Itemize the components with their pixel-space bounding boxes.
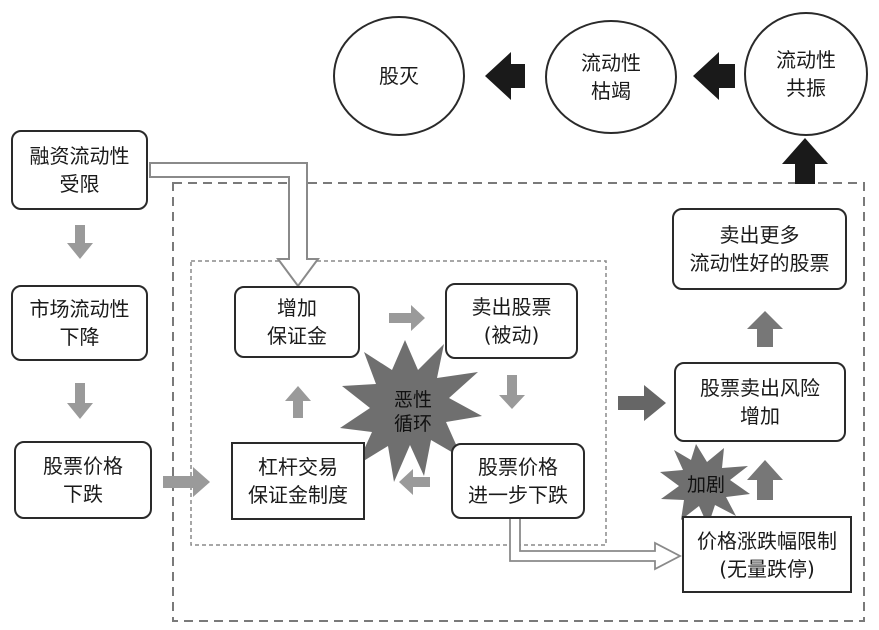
market-line2: 下降 xyxy=(59,325,100,349)
box-add-margin: 增加 保证金 xyxy=(234,286,360,358)
limit-line2: (无量跌停) xyxy=(719,556,815,581)
box-sell-more-liquid: 卖出更多 流动性好的股票 xyxy=(672,208,847,290)
circle-collapse: 股灭 xyxy=(333,16,465,136)
financing-line1: 融资流动性 xyxy=(29,144,130,168)
price-drop-line2: 下跌 xyxy=(63,482,103,506)
arrow-left-dry-to-collapse xyxy=(485,52,525,100)
circle-resonance-line1: 流动性 xyxy=(776,48,836,72)
financing-line2: 受限 xyxy=(59,172,100,196)
circle-collapse-text: 股灭 xyxy=(379,64,419,88)
box-market-liquidity: 市场流动性 下降 xyxy=(11,285,148,361)
box-sell-passive: 卖出股票 (被动) xyxy=(445,283,578,359)
arrow-right-margin-to-sell xyxy=(389,305,425,331)
add-margin-line1: 增加 xyxy=(277,296,317,320)
circle-dry-line1: 流动性 xyxy=(581,51,641,75)
sell-passive-line1: 卖出股票 xyxy=(471,295,552,319)
arrow-right-to-sell-risk xyxy=(618,385,666,421)
outer-dashed-frame xyxy=(172,182,865,622)
box-stock-price-drop: 股票价格 下跌 xyxy=(14,441,152,519)
sell-risk-line1: 股票卖出风险 xyxy=(700,376,820,400)
vicious-line2: 循环 xyxy=(393,413,432,435)
leverage-line1: 杠杆交易 xyxy=(258,455,338,479)
arrow-up-risk-to-sellmore xyxy=(747,311,783,347)
arrow-down-sell-to-price xyxy=(499,375,525,409)
box-leverage-margin-system: 杠杆交易 保证金制度 xyxy=(231,442,365,520)
hollow-arrow-financing-to-margin xyxy=(149,162,320,288)
vicious-line1: 恶性 xyxy=(393,389,432,411)
circle-liquidity-resonance: 流动性 共振 xyxy=(744,12,868,136)
hollow-arrow-price-to-limit xyxy=(509,517,682,571)
arrow-right-price-to-leverage xyxy=(163,467,210,497)
inner-dashed-frame xyxy=(190,260,607,546)
circle-dry-line2: 枯竭 xyxy=(591,79,631,103)
arrow-down-financing-to-market xyxy=(67,225,93,259)
limit-line1: 价格涨跌幅限制 xyxy=(697,528,837,553)
arrow-up-leverage-to-margin xyxy=(285,386,311,418)
market-line1: 市场流动性 xyxy=(29,297,130,321)
sell-more-line1: 卖出更多 xyxy=(719,223,800,247)
arrow-down-market-to-price xyxy=(67,383,93,419)
add-margin-line2: 保证金 xyxy=(267,324,327,348)
price-drop-line1: 股票价格 xyxy=(43,454,123,478)
box-financing-liquidity: 融资流动性 受限 xyxy=(11,130,148,210)
circle-liquidity-dry: 流动性 枯竭 xyxy=(545,20,677,134)
intensify-starburst xyxy=(660,444,750,526)
vicious-cycle-label: 恶性 循环 xyxy=(378,386,448,438)
arrow-up-to-resonance xyxy=(782,138,828,184)
arrow-left-price-to-leverage xyxy=(399,469,430,495)
intensify-line1: 加剧 xyxy=(686,474,725,496)
circle-resonance-line2: 共振 xyxy=(786,76,826,100)
sell-passive-line2: (被动) xyxy=(483,323,540,347)
sell-more-line2: 流动性好的股票 xyxy=(689,251,830,275)
sell-risk-line2: 增加 xyxy=(740,404,780,428)
box-sell-risk-increase: 股票卖出风险 增加 xyxy=(674,362,846,442)
intensify-label: 加剧 xyxy=(676,472,736,498)
arrow-left-resonance-to-dry xyxy=(693,52,735,100)
box-price-further-drop: 股票价格 进一步下跌 xyxy=(451,443,585,519)
price-further-line2: 进一步下跌 xyxy=(468,483,568,507)
price-further-line1: 股票价格 xyxy=(478,455,558,479)
vicious-cycle-starburst xyxy=(340,340,482,482)
box-price-limit: 价格涨跌幅限制 (无量跌停) xyxy=(682,516,852,593)
arrow-up-limit-to-risk xyxy=(747,460,783,500)
leverage-line2: 保证金制度 xyxy=(248,483,348,507)
